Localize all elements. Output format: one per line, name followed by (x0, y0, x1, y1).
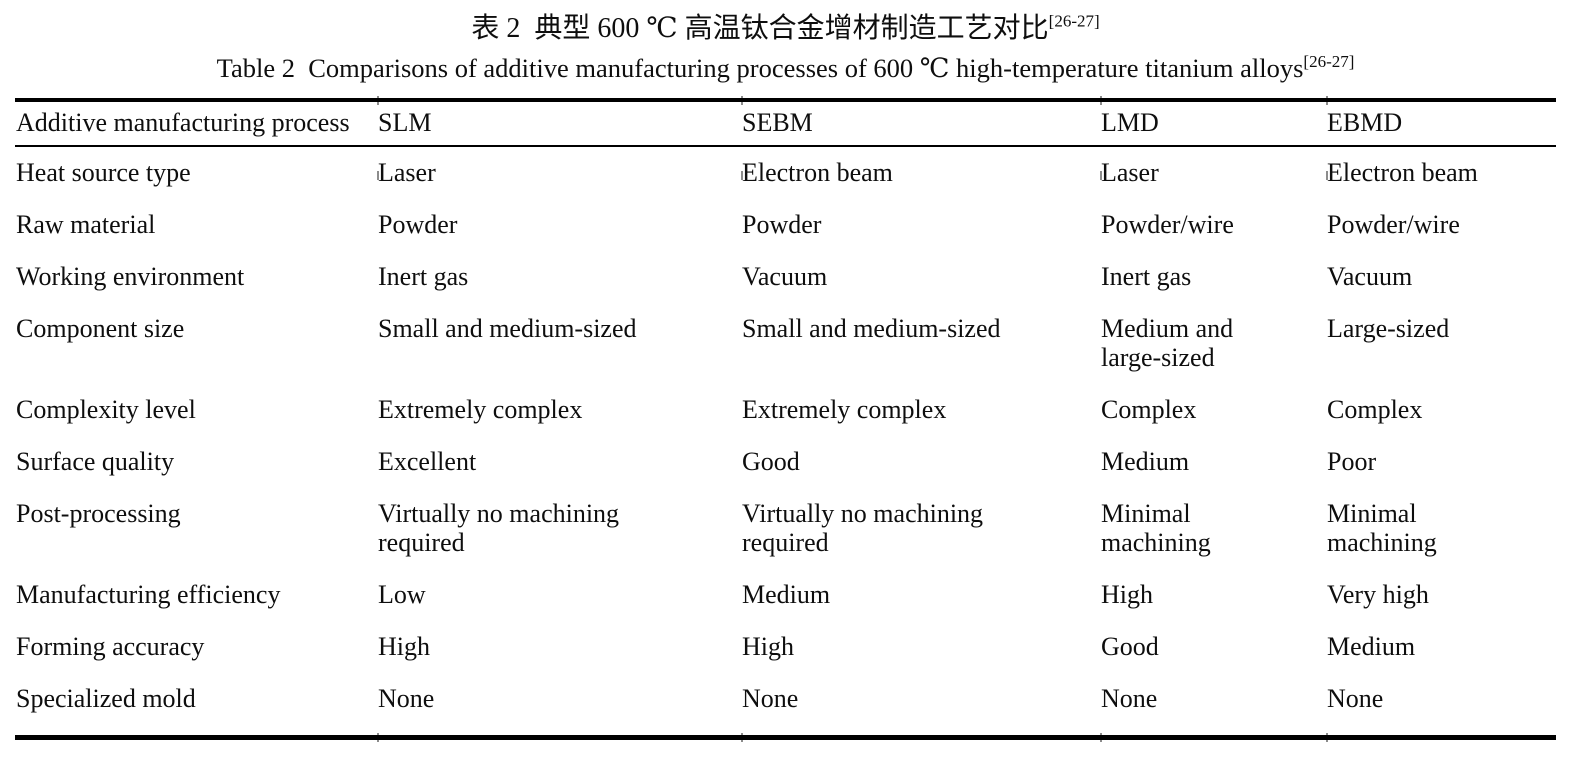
table-cell: Vacuum (1327, 262, 1413, 291)
table-cell: Powder (742, 210, 822, 239)
column-divider-tick (377, 96, 379, 105)
table-cell: Inert gas (378, 262, 469, 291)
table-wrap: Additive manufacturing process SLM SEBM … (15, 96, 1556, 742)
table-cell: Poor (1327, 447, 1377, 476)
table-cell: Very high (1327, 580, 1429, 609)
column-header-lmd: LMD (1101, 108, 1159, 137)
table-cell: None (1101, 684, 1158, 713)
table-cell: Medium (1101, 447, 1190, 476)
table-cell: Extremely complex (742, 395, 947, 424)
row-header: Post-processing (16, 499, 181, 528)
column-divider-tick (741, 171, 743, 180)
row-header: Raw material (16, 210, 156, 239)
table-cell: Excellent (378, 447, 477, 476)
table-cell: Electron beam (1327, 158, 1478, 187)
column-header-slm: SLM (378, 108, 432, 137)
table-cell: High (378, 632, 430, 661)
table-cell: High (1101, 580, 1153, 609)
caption-en-reference: [26-27] (1303, 52, 1355, 72)
table-caption-zh: 表 2 典型 600 ℃ 高温钛合金增材制造工艺对比[26-27] (0, 10, 1571, 48)
header-row: Additive manufacturing process SLM SEBM … (15, 100, 1556, 146)
caption-en-text: Table 2 Comparisons of additive manufact… (216, 53, 1304, 83)
table-cell: Small and medium-sized (378, 314, 637, 343)
table-cell: Powder/wire (1327, 210, 1460, 239)
table-row: Complexity level Extremely complex Extreme… (15, 384, 1556, 436)
row-header: Forming accuracy (16, 632, 205, 661)
row-header: Complexity level (16, 395, 196, 424)
table-cell: Vacuum (742, 262, 828, 291)
table-cell: High (742, 632, 794, 661)
table-caption-en: Table 2 Comparisons of additive manufact… (0, 50, 1571, 86)
column-divider-tick (1326, 733, 1328, 742)
table-cell: Medium (742, 580, 831, 609)
table-row: Component size Small and medium-sized Smal… (15, 303, 1556, 384)
column-divider-tick (1326, 96, 1328, 105)
table-cell: Good (1101, 632, 1159, 661)
table-cell: Complex (1101, 395, 1197, 424)
column-divider-tick (741, 733, 743, 742)
row-header: Manufacturing efficiency (16, 580, 281, 609)
table-cell: None (742, 684, 799, 713)
table-cell: Electron beam (742, 158, 893, 187)
table-row: Raw material Powder Powder Powder/wire Powde… (15, 199, 1556, 251)
row-header: Heat source type (16, 158, 191, 187)
table-row: Heat source type Laser Electron beam Laser E… (15, 146, 1556, 199)
table-cell: None (1327, 684, 1384, 713)
table-cell: Virtually no machining required (742, 499, 984, 557)
table-cell: Powder/wire (1101, 210, 1234, 239)
row-header: Component size (16, 314, 185, 343)
table-row: Surface quality Excellent Good Medium Poor (15, 436, 1556, 488)
table-cell: Minimal machining (1101, 499, 1211, 557)
table-cell: Virtually no machining required (378, 499, 620, 557)
row-header: Surface quality (16, 447, 175, 476)
table-row: Working environment Inert gas Vacuum Inert … (15, 251, 1556, 303)
table-cell: Low (378, 580, 426, 609)
column-divider-tick (377, 171, 379, 180)
table-cell: Laser (378, 158, 436, 187)
table-cell: Large-sized (1327, 314, 1450, 343)
table-cell: Minimal machining (1327, 499, 1437, 557)
caption-zh-text: 表 2 典型 600 ℃ 高温钛合金增材制造工艺对比 (471, 13, 1049, 44)
table-cell: Medium and large-sized (1101, 314, 1234, 372)
column-header-ebmd: EBMD (1327, 108, 1403, 137)
column-divider-tick (1100, 96, 1102, 105)
table-cell: Inert gas (1101, 262, 1192, 291)
table-cell: Small and medium-sized (742, 314, 1001, 343)
row-header: Specialized mold (16, 684, 196, 713)
table-row: Forming accuracy High High Good Medium (15, 621, 1556, 673)
column-divider-tick (377, 733, 379, 742)
table-cell: None (378, 684, 435, 713)
table-cell: Extremely complex (378, 395, 583, 424)
table-cell: Powder (378, 210, 458, 239)
column-header-process: Additive manufacturing process (16, 108, 350, 137)
table-cell: Complex (1327, 395, 1423, 424)
column-divider-tick (741, 96, 743, 105)
table-row: Manufacturing efficiency Low Medium High Ver… (15, 569, 1556, 621)
table-cell: Good (742, 447, 800, 476)
column-divider-tick (1326, 171, 1328, 180)
column-divider-tick (1100, 733, 1102, 742)
column-divider-tick (1100, 171, 1102, 180)
table-cell: Laser (1101, 158, 1159, 187)
table-cell: Medium (1327, 632, 1416, 661)
table-row: Specialized mold None None None None (15, 673, 1556, 738)
caption-zh-reference: [26-27] (1048, 11, 1100, 31)
comparison-table: Additive manufacturing process SLM SEBM … (15, 98, 1556, 740)
table-row: Post-processing Virtually no machining re… (15, 488, 1556, 569)
row-header: Working environment (16, 262, 245, 291)
column-header-sebm: SEBM (742, 108, 813, 137)
